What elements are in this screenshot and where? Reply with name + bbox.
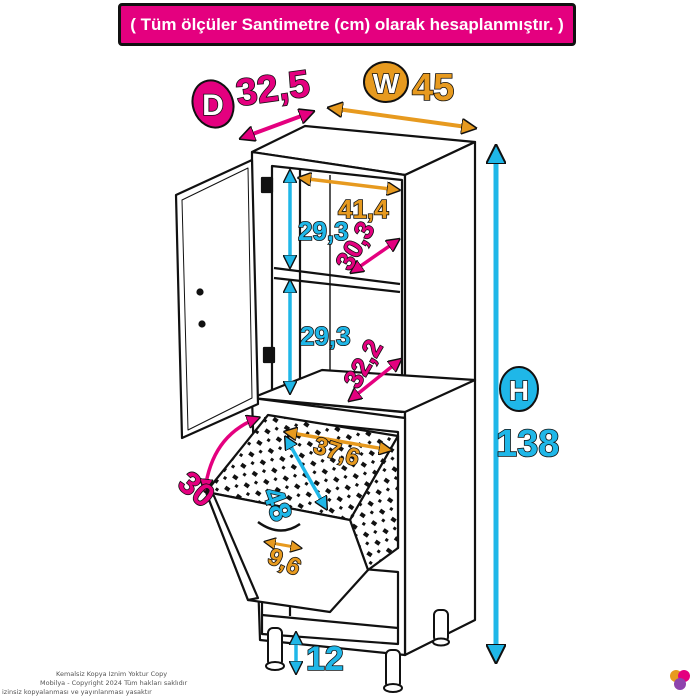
shelf-height-1-value: 29,3 — [298, 216, 349, 246]
handle-width-arrow — [266, 542, 300, 548]
basket-handle — [257, 520, 301, 532]
units-banner: ( Tüm ölçüler Santimetre (cm) olarak hes… — [118, 3, 576, 46]
shelf-depth-2-arrow — [350, 360, 400, 400]
depth-letter: D — [202, 89, 224, 122]
width-arrow — [330, 108, 474, 128]
depth-badge: D — [191, 79, 235, 129]
hinge-bottom — [262, 346, 276, 364]
basket-width-arrow — [286, 432, 390, 450]
leg-height-value: 12 — [306, 640, 344, 678]
width-value: 45 — [412, 67, 454, 109]
basket-angle-arrow — [205, 418, 258, 490]
height-value: 138 — [496, 423, 559, 465]
shelf-depth-1-arrow — [352, 240, 398, 272]
upper-door — [174, 158, 276, 440]
width-letter: W — [373, 68, 400, 99]
height-badge: H — [499, 366, 539, 412]
legs — [265, 609, 450, 693]
width-badge: W — [363, 61, 409, 103]
leg-front-left — [267, 627, 283, 667]
depth-arrow — [242, 112, 312, 138]
leg-front-right — [385, 649, 401, 689]
height-letter: H — [509, 375, 529, 406]
inner-width-arrow — [300, 178, 398, 190]
watermark-line-3: izinsiz kopyalanması ve yayınlanması yas… — [2, 688, 152, 696]
watermark-line-1: Kemalsiz Kopya Iznim Yoktur Copy — [56, 670, 167, 678]
inner-width-value: 41,4 — [338, 194, 389, 224]
leg-back-right — [433, 609, 449, 643]
shelf-1 — [273, 266, 401, 286]
hinge-top — [260, 176, 274, 194]
shelf-height-2-value: 29,3 — [300, 321, 351, 351]
watermark-line-2: Mobilya - Copyright 2024 Tüm hakları sak… — [40, 679, 188, 687]
depth-value: 32,5 — [233, 63, 312, 115]
brand-logo — [670, 670, 690, 690]
copyright-watermark: Kemalsiz Kopya Iznim Yoktur Copy Mobilya… — [2, 670, 188, 696]
